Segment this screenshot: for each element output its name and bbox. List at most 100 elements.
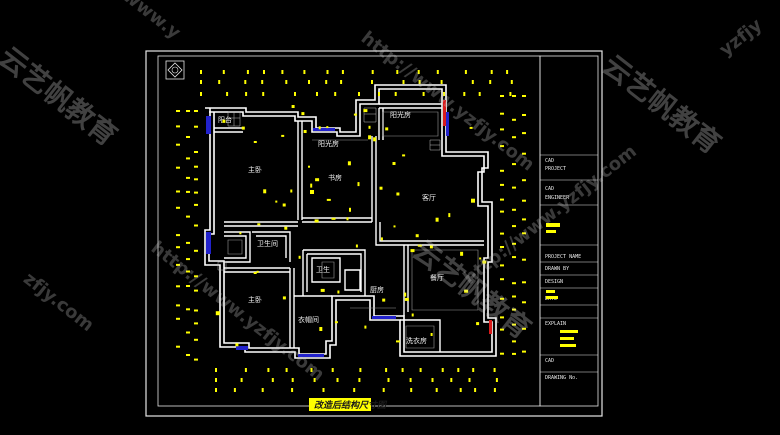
dimension-tick [431,378,434,382]
dimension-tick [460,251,464,256]
dimension-tick [436,70,439,74]
dimension-tick [222,70,225,74]
watermark-frag-top-right: yzfjy [715,14,766,60]
label-living: 客厅 [422,193,436,202]
dimension-tick [303,130,307,133]
dimension-tick [393,225,396,228]
dimension-tick [493,388,496,392]
drawing-title: 改造后结构尺寸图 [309,398,388,411]
dimension-tick [522,281,526,284]
dimension-tick [176,125,180,128]
dimension-tick [512,323,516,326]
dimension-tick [363,109,368,113]
outer-frame [145,50,603,417]
dimension-tick [313,378,316,382]
dimension-tick [334,321,338,324]
dimension-tick [176,190,180,193]
dimension-tick [512,118,516,121]
dimension-tick [512,163,516,166]
dimension-tick [512,282,516,285]
dimension-tick [253,272,257,274]
dimension-tick [200,80,202,84]
dimension-tick [522,199,526,202]
dimension-tick [294,92,296,96]
dimension-tick [318,126,321,130]
dimension-tick [417,244,422,247]
dimension-tick [186,157,190,160]
dimension-tick [522,350,526,353]
dimension-tick [490,70,493,74]
door-accents [443,100,492,334]
dimension-tick [194,358,198,361]
dimension-tick [215,311,220,316]
dimension-tick [378,92,380,96]
dimension-tick [404,297,409,301]
dimension-tick [512,95,516,97]
dimension-tick [186,190,190,193]
dimension-tick [186,176,190,179]
interior-details [227,111,479,349]
watermark-url-1: http://www.yzfjy.com [357,27,538,175]
dimension-tick [419,368,422,372]
dimension-tick [435,217,439,222]
dimension-tick [500,328,504,331]
label-bedroom-2: 主卧 [248,295,262,304]
dimension-tick [186,354,190,356]
dimension-tick [353,113,357,116]
dimension-tick [464,70,467,74]
dimension-tick [500,112,504,115]
dimension-tick [358,378,361,382]
dimension-tick [257,223,261,226]
dimension-tick [200,92,202,96]
dimension-tick [334,92,337,96]
dimension-tick [522,232,526,235]
dimension-tick [522,179,526,182]
dimension-tick [489,80,492,84]
dimension-tick [261,388,264,392]
dimension-tick [263,189,267,194]
dimension-tick [474,388,477,392]
dimension-tick [392,162,396,165]
dimension-tick [331,368,334,372]
dimension-tick [353,388,356,392]
label-balcony-mid: 阳光房 [318,139,339,148]
dimension-tick [285,80,288,84]
dimension-tick [176,110,180,112]
dimension-tick [281,70,284,74]
dimension-tick [256,270,259,273]
dimension-tick [186,241,190,244]
dimension-tick [500,145,504,148]
dimension-tick [418,80,421,84]
dimension-tick [275,200,278,203]
dimension-tick [509,92,512,96]
dimension-tick [215,378,217,382]
tb-row-5: DRAWN BY [545,266,569,272]
dimension-tick [282,203,286,207]
dimension-tick [194,338,198,341]
dimension-tick [429,245,433,249]
tb-row-8: EXPLAIN [545,321,566,327]
dimension-tick [500,183,504,186]
dimension-tick [410,249,415,253]
watermark-cn-left: 云艺帆教育 [0,40,123,152]
dimension-tick [176,234,180,237]
label-bath-2: 卫生 [316,265,330,274]
dimension-tick [512,352,516,355]
dimension-tick [506,70,509,74]
dimension-tick [495,378,498,382]
dimension-tick [194,203,198,206]
dimension-tick [479,257,482,260]
dimension-tick [186,258,190,261]
dimension-tick [368,135,372,140]
dimension-tick [371,80,373,84]
watermark-frag-top: www.y [119,0,185,44]
dimension-tick [285,368,288,372]
dimension-tick [244,368,247,372]
dimension-tick [194,165,198,168]
dimension-tick [385,127,389,131]
dimension-tick [522,327,526,330]
dimension-tick [411,313,414,317]
dimension-tick [422,92,425,96]
dimension-tick [215,368,217,372]
